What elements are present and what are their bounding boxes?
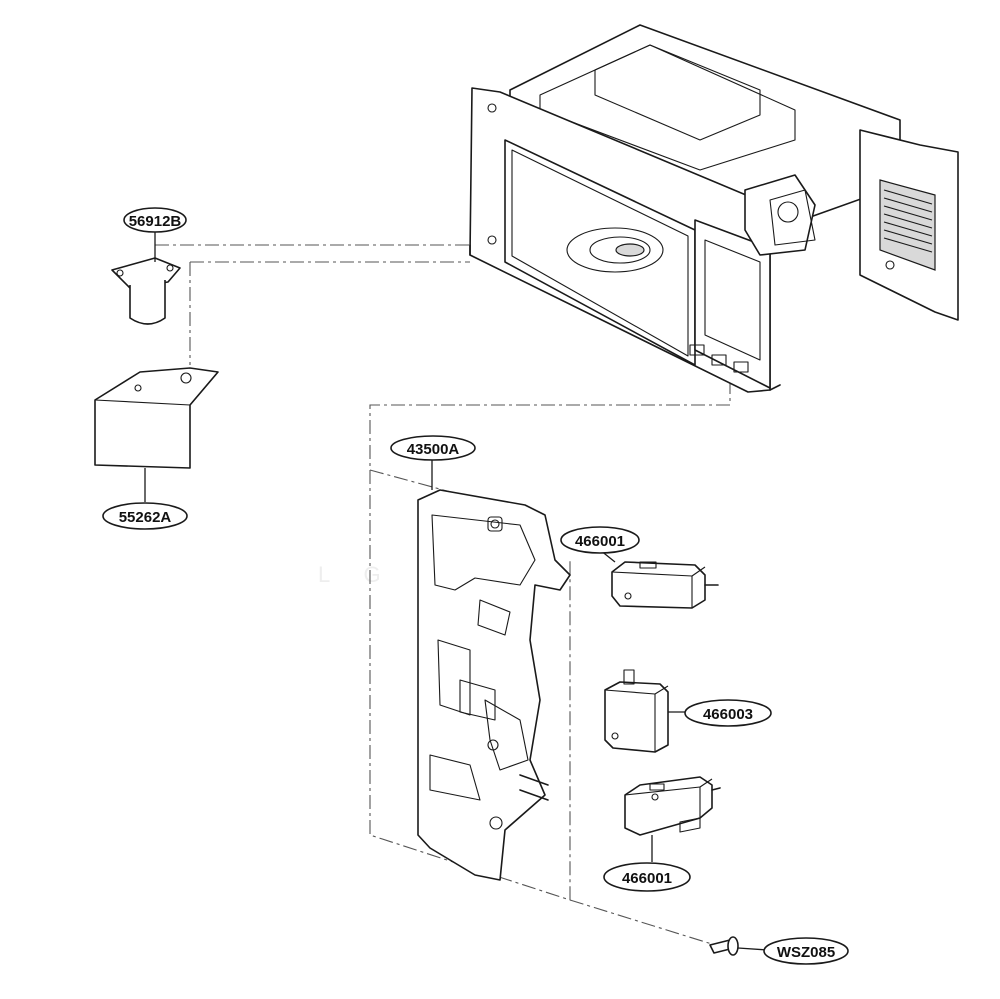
lamp-socket-part <box>111 232 181 325</box>
part-number-text: 466001 <box>622 870 672 887</box>
part-label-466001-top: 466001 <box>560 526 640 554</box>
part-number-text: 55262A <box>119 509 172 526</box>
part-label-466001-bottom: 466001 <box>603 862 691 892</box>
part-label-466003: 466003 <box>684 699 772 727</box>
microswitch-466001-bottom <box>624 776 721 862</box>
part-number-text: 466001 <box>575 533 625 550</box>
assembly-dash-lines <box>155 244 731 946</box>
part-label-55262a: 55262A <box>102 502 188 530</box>
watermark-text: L G <box>318 562 395 587</box>
part-number-text: 56912B <box>129 213 182 230</box>
part-number-text: 43500A <box>407 441 460 458</box>
microswitch-466003 <box>604 669 686 753</box>
microswitch-466001-top <box>599 549 719 609</box>
lamp-bracket-part <box>94 367 219 502</box>
part-label-56912b: 56912B <box>123 207 187 233</box>
screw-wsz085 <box>709 936 769 956</box>
part-label-wsz085: WSZ085 <box>763 937 849 965</box>
part-label-43500a: 43500A <box>390 435 476 461</box>
part-number-text: 466003 <box>703 706 753 723</box>
part-number-text: WSZ085 <box>777 944 835 961</box>
latch-board-part <box>417 458 571 881</box>
oven-cavity-frame <box>469 24 959 393</box>
